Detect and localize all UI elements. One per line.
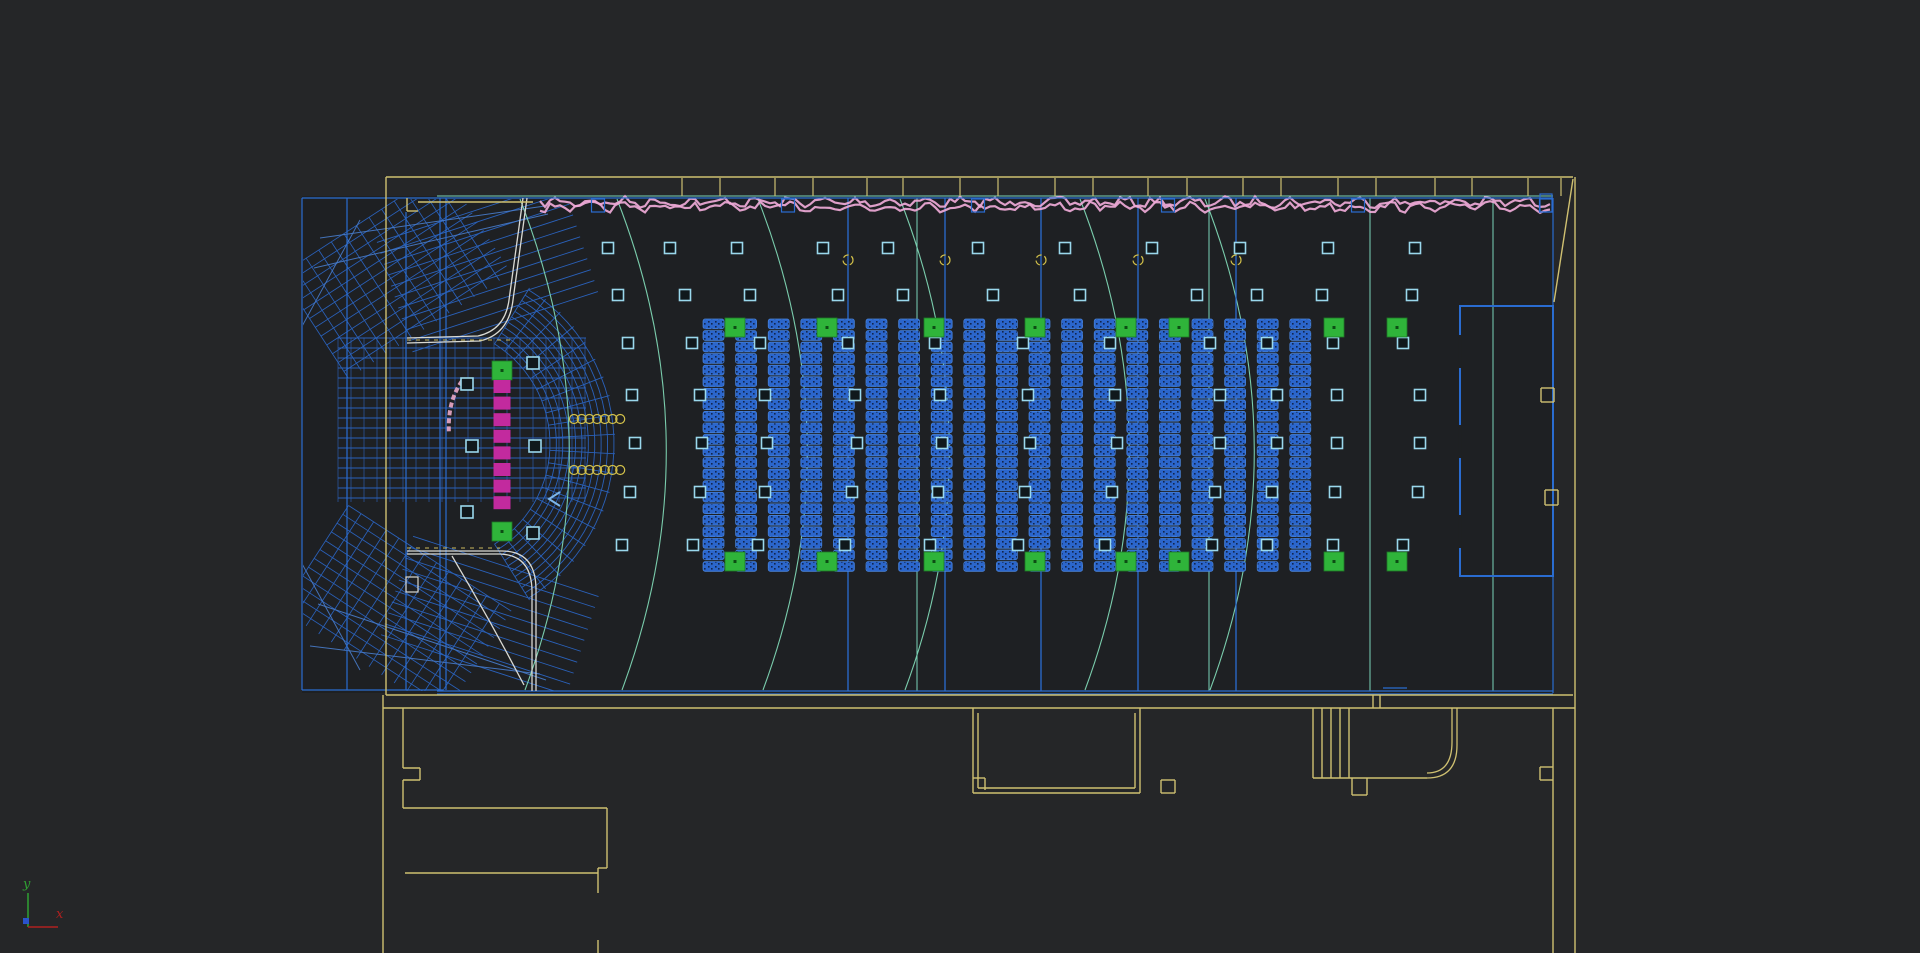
hall-boundary-lines [301,193,1554,695]
hall-floor [302,196,1553,693]
stage-light-markers [491,317,1408,572]
stage-edge-curves [405,197,561,691]
stage-wireframe [303,199,615,691]
ceiling-marker-grid [460,241,1427,552]
axis-gizmo [23,893,58,928]
right-room [1458,305,1554,577]
wall-insulation-hatch [539,194,1551,215]
building-walls [382,176,1576,953]
aisle-contour-lines [519,198,1255,691]
coil-symbols [568,254,1242,476]
axis-y-label: y [23,877,31,892]
axis-x-label: x [56,907,64,922]
